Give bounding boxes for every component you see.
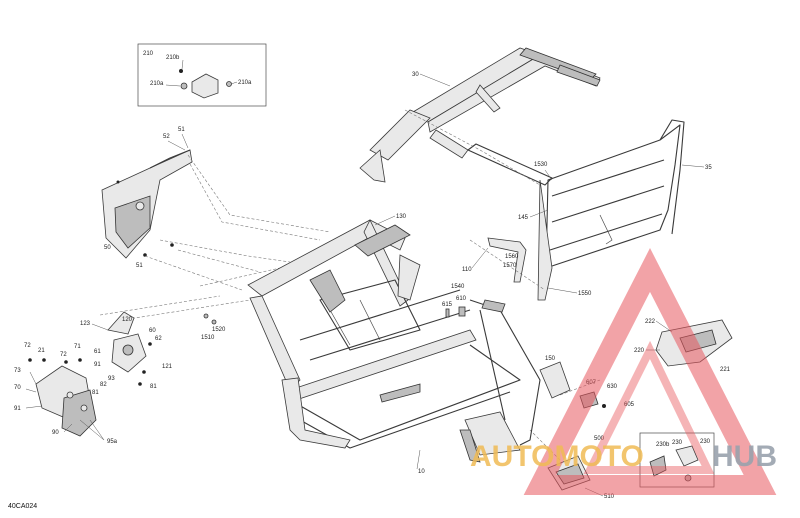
callout-1560: 1560 (505, 254, 519, 260)
callout-72-right: 72 (60, 352, 67, 358)
watermark-logo: AUTOMOTO HUB (470, 248, 777, 495)
callout-610: 610 (456, 296, 467, 302)
callout-1510: 1510 (201, 335, 215, 341)
callout-21: 21 (38, 348, 45, 354)
roll-cage-30: 30 (359, 47, 601, 186)
plate-70: 72 21 72 71 73 91 93 70 82 81 91 90 95a (14, 343, 118, 445)
callout-82: 82 (100, 382, 107, 388)
callout-95a: 95a (107, 439, 118, 445)
callout-120: 120 (122, 317, 133, 323)
bracket-50: 52 51 50 51 (101, 127, 193, 269)
callout-230-top: 230 (672, 440, 683, 446)
callout-1570: 1570 (503, 263, 517, 269)
callout-110: 110 (462, 267, 472, 273)
callout-630: 630 (607, 384, 618, 390)
callout-615: 615 (442, 302, 453, 308)
callout-230-right: 230 (700, 439, 711, 445)
callout-210a-right: 210a (238, 80, 252, 86)
callout-210: 210 (143, 51, 154, 57)
callout-30: 30 (412, 72, 419, 78)
callout-91-lower: 91 (14, 406, 21, 412)
callout-71: 71 (74, 344, 81, 350)
watermark-word-a: AUTOMOTO (470, 440, 644, 473)
callout-130: 130 (396, 214, 407, 220)
callout-10: 10 (418, 469, 425, 475)
callout-1530: 1530 (534, 162, 548, 168)
callout-500: 500 (594, 436, 605, 442)
callout-72-left: 72 (24, 343, 31, 349)
callout-91-upper: 91 (94, 362, 101, 368)
callout-51-top: 51 (178, 127, 185, 133)
inset-230: 230 230b 230 (639, 432, 715, 488)
callout-605: 605 (624, 402, 635, 408)
callout-150: 150 (545, 356, 556, 362)
callout-1540: 1540 (451, 284, 465, 290)
callout-222: 222 (645, 319, 656, 325)
callout-230b: 230b (656, 442, 670, 448)
callout-123: 123 (80, 321, 91, 327)
bar-110: 110 1560 1570 1550 (462, 237, 592, 297)
callout-121: 121 (162, 364, 173, 370)
callout-60: 60 (149, 328, 156, 334)
callout-73: 73 (14, 368, 21, 374)
callout-81-right: 81 (150, 384, 157, 390)
callout-210b: 210b (166, 55, 180, 61)
callout-1550: 1550 (578, 291, 592, 297)
callout-210a-left: 210a (150, 81, 164, 87)
callout-61: 61 (94, 349, 101, 355)
main-frame-10: 130 10 (247, 214, 541, 475)
callout-93: 93 (108, 376, 115, 382)
callout-35: 35 (705, 165, 712, 171)
inset-210: 210 210b 210a 210a (137, 43, 267, 107)
callout-52: 52 (163, 134, 170, 140)
callout-50: 50 (104, 245, 111, 251)
callout-220: 220 (634, 348, 645, 354)
bracket-120: 120 123 60 62 61 121 81 (80, 311, 173, 390)
watermark-word-b: HUB (712, 440, 777, 473)
bracket-210 (191, 73, 219, 99)
callout-62: 62 (155, 336, 162, 342)
callout-145: 145 (518, 215, 529, 221)
callout-81-left: 81 (92, 390, 99, 396)
drawing-code: 40CA024 (8, 503, 37, 510)
callout-51-mid: 51 (136, 263, 143, 269)
callout-90: 90 (52, 430, 59, 436)
callout-1520: 1520 (212, 327, 226, 333)
callout-70: 70 (14, 385, 21, 391)
callout-510: 510 (604, 494, 615, 500)
hardware-1540: 1540 615 610 1520 1510 (201, 284, 467, 341)
rear-cage-35: 35 1530 145 (518, 119, 712, 301)
callout-221: 221 (720, 367, 731, 373)
